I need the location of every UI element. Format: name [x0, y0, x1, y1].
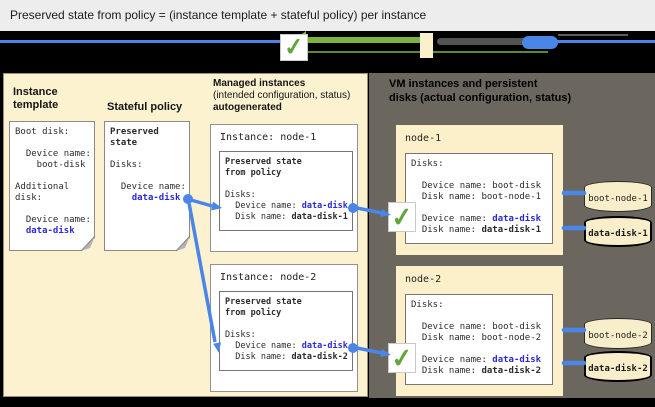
- instance-template-text: Boot disk: Device name: boot-disk Additi…: [15, 127, 91, 225]
- legend-gray-line: [558, 34, 628, 36]
- instance-title: Instance: node-2: [220, 272, 317, 283]
- vm-disk-name-label: Disk name:: [421, 366, 477, 376]
- vm-instances-header-line1: VM instances and persistent: [389, 78, 538, 90]
- disk-cylinder-boot-node-2: boot-node-2: [584, 318, 652, 349]
- vm-instances-header-line2: disks (actual configuration, status): [389, 92, 572, 104]
- disk-name-label: Disk name:: [235, 212, 287, 222]
- vm-disk-name-label: Disk name:: [421, 225, 477, 235]
- legend-strip: ✓: [0, 31, 655, 73]
- instance-box-node-2: Instance: node-2 Preserved state from po…: [210, 264, 358, 392]
- disk-name-value: data-disk-1: [291, 212, 348, 222]
- disk-name-label: Disk name:: [235, 352, 287, 362]
- vm-device-value: data-disk: [492, 355, 542, 365]
- legend-disk-pill-icon: [522, 36, 558, 49]
- managed-instances-header-line3: autogenerated: [213, 102, 282, 113]
- disks-label: Disks: Device name:: [225, 330, 297, 351]
- applied-check-node-1: ✓: [388, 200, 416, 234]
- managed-instances-header: Managed instances (intended configuratio…: [213, 78, 365, 114]
- vm-disks-box: Disks: Device name: boot-disk Disk name:…: [405, 153, 553, 244]
- device-value: data-disk: [301, 341, 348, 351]
- preserved-state-box: Preserved state from policy Disks: Devic…: [219, 291, 353, 371]
- vm-disks-text: Disks: Device name: boot-disk Disk name:…: [411, 300, 542, 365]
- vm-disks-box: Disks: Device name: boot-disk Disk name:…: [405, 294, 553, 385]
- check-icon: ✓: [389, 341, 415, 375]
- vm-instances-header: VM instances and persistent disks (actua…: [389, 77, 651, 105]
- vm-disks-text: Disks: Device name: boot-disk Disk name:…: [411, 159, 542, 224]
- instance-template-device-value: data-disk: [25, 226, 75, 236]
- managed-instances-header-line2: (intended configuration, status): [213, 90, 351, 101]
- vm-box-node-1: node-1 Disks: Device name: boot-disk Dis…: [396, 125, 563, 255]
- vm-disk-name-value: data-disk-2: [481, 366, 542, 376]
- device-value: data-disk: [301, 201, 348, 211]
- disk-name-value: data-disk-2: [291, 352, 348, 362]
- check-icon: ✓: [389, 200, 415, 234]
- check-icon: ✓: [282, 33, 306, 62]
- applied-check-node-2: ✓: [388, 341, 416, 375]
- disk-label: data-disk-1: [588, 229, 648, 239]
- legend-check-box: ✓: [280, 33, 308, 62]
- green-arrow-icon: [304, 37, 420, 43]
- instance-title: Instance: node-1: [220, 132, 317, 143]
- stateful-policy-device-value: data-disk: [131, 193, 181, 203]
- instance-template-label: Instance template: [13, 86, 59, 111]
- page-title: Preserved state from policy = (instance …: [10, 8, 427, 22]
- disk-label: boot-node-1: [588, 194, 648, 204]
- vm-name: node-1: [405, 133, 442, 144]
- disk-cylinder-data-disk-2: data-disk-2: [584, 351, 652, 382]
- preserved-state-box: Preserved state from policy Disks: Devic…: [219, 151, 353, 231]
- disk-cylinder-boot-node-1: boot-node-1: [584, 181, 652, 212]
- disk-label: data-disk-2: [588, 364, 648, 374]
- instance-template-doc: Boot disk: Device name: boot-disk Additi…: [9, 121, 95, 251]
- stateful-policy-label: Stateful policy: [107, 101, 183, 113]
- stateful-policy-heading: Preserved state: [110, 127, 159, 148]
- legend-config-chip: [420, 33, 433, 58]
- vm-name: node-2: [405, 274, 442, 285]
- disk-label: boot-node-2: [588, 331, 648, 341]
- preserved-state-heading: Preserved state from policy: [225, 297, 302, 318]
- instance-box-node-1: Instance: node-1 Preserved state from po…: [210, 124, 358, 252]
- legend-gray-bar: [437, 38, 530, 45]
- stateful-policy-doc: Preserved state Disks: Device name: data…: [104, 121, 190, 251]
- bottom-strip: [0, 398, 655, 407]
- timeline-line-right: [556, 40, 655, 43]
- vm-disk-name-value: data-disk-1: [481, 225, 542, 235]
- managed-instances-header-line1: Managed instances: [213, 78, 306, 89]
- timeline-line-left: [0, 40, 280, 43]
- vm-device-value: data-disk: [492, 214, 542, 224]
- vm-box-node-2: node-2 Disks: Device name: boot-disk Dis…: [396, 266, 563, 396]
- stateful-policy-text: Disks: Device name:: [110, 160, 186, 192]
- disks-label: Disks: Device name:: [225, 190, 297, 211]
- disk-cylinder-data-disk-1: data-disk-1: [584, 216, 652, 247]
- title-bar: Preserved state from policy = (instance …: [0, 0, 655, 31]
- preserved-state-heading: Preserved state from policy: [225, 157, 302, 178]
